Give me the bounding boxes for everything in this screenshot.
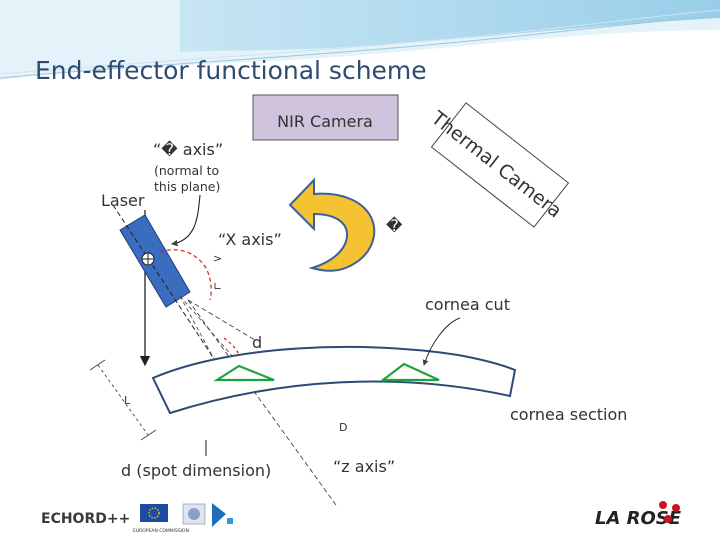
x-axis-label: “X axis” (218, 230, 282, 249)
cornea-section-label: cornea section (510, 405, 627, 424)
y-axis-label: “� axis” (153, 140, 223, 159)
spot-dimension-label: d (spot dimension) (121, 461, 271, 480)
svg-text:ECHORD++: ECHORD++ (41, 511, 130, 527)
commission-seal-logo (182, 503, 206, 525)
cornea-cut-right (379, 362, 440, 382)
L-dimension-line (97, 364, 149, 436)
rotation-symbol: � (386, 216, 403, 235)
beam-line-left (179, 295, 221, 371)
normal-note-line1: (normal to (154, 163, 219, 178)
L-tick-top (89, 359, 106, 371)
header-wave-decoration (0, 0, 720, 80)
z-axis-line (187, 299, 337, 506)
nir-camera-box (252, 94, 399, 141)
cornea-cut-left (213, 364, 275, 382)
slide-title: End-effector functional scheme (35, 56, 427, 85)
angle-arc (159, 249, 212, 301)
L-label: L (124, 394, 131, 407)
cornea-cut-label: cornea cut (425, 295, 510, 314)
svg-text:EUROPEAN COMMISSION: EUROPEAN COMMISSION (133, 528, 189, 534)
cornea-cut-leader (422, 317, 461, 366)
echord-logo: ECHORD++ (41, 511, 130, 527)
x-axis-line (187, 299, 256, 341)
gt-mark: > (213, 252, 222, 265)
right-angle-mark: ∟ (213, 280, 222, 293)
normal-leader-line (170, 194, 201, 247)
rotation-arrow (288, 177, 376, 272)
laser-label: Laser (101, 191, 145, 210)
nir-camera-label: NIR Camera (277, 112, 373, 131)
L-tick-bottom (140, 429, 157, 441)
beam-line-right (179, 295, 241, 366)
laser-device (112, 204, 219, 366)
cornea-section-band (151, 345, 517, 415)
d-label: d (252, 333, 262, 352)
larose-logo: LA ROSE (595, 501, 682, 529)
svg-text:LA ROSE: LA ROSE (595, 508, 682, 529)
fp7-logo (212, 503, 233, 527)
D-label: D (339, 421, 347, 434)
thermal-camera-box: Thermal Camera (426, 102, 570, 228)
eu-logo: EUROPEAN COMMISSION (133, 504, 189, 534)
z-axis-label: “z axis” (333, 457, 395, 476)
normal-note-line2: this plane) (154, 179, 220, 194)
